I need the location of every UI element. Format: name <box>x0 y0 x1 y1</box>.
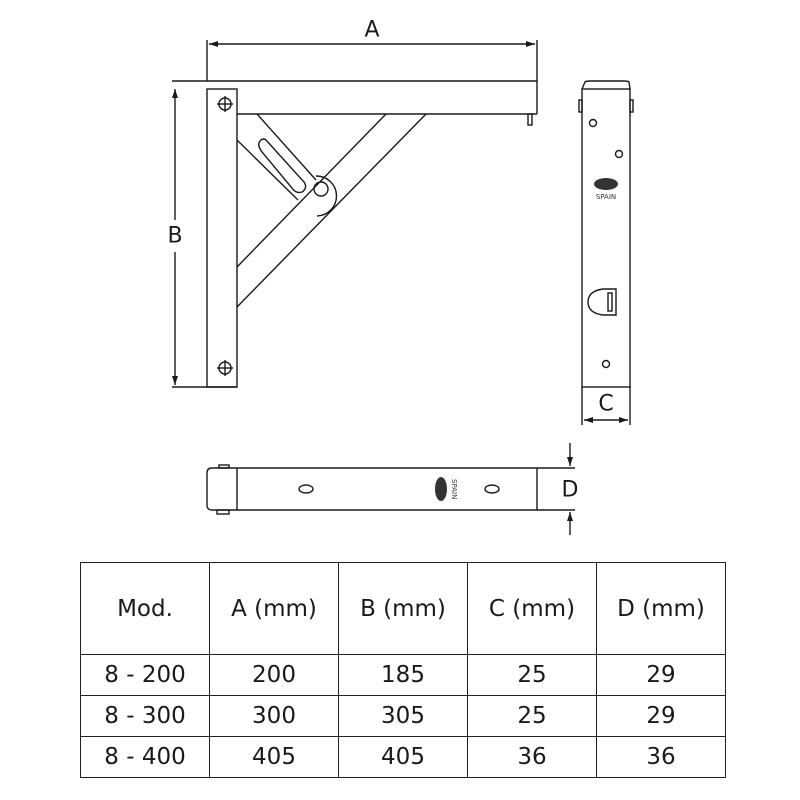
table-header-row: Mod. A (mm) B (mm) C (mm) D (mm) <box>80 562 726 655</box>
header-b: B (mm) <box>338 562 468 655</box>
latch-icon <box>587 288 617 316</box>
mounting-hole-icon <box>217 360 233 376</box>
dimension-a-label: A <box>364 18 379 43</box>
side-view: SPAIN C <box>578 80 634 425</box>
cell: 185 <box>338 654 468 696</box>
dimension-b-label: B <box>167 224 182 249</box>
brand-logo-icon <box>594 178 618 190</box>
pivot-icon <box>313 181 329 197</box>
cell: 36 <box>596 736 726 778</box>
cell: 36 <box>467 736 597 778</box>
wall-bar <box>206 88 238 388</box>
cell: 200 <box>209 654 339 696</box>
table-row: 8 - 300 300 305 25 29 <box>80 695 726 737</box>
cell: 8 - 200 <box>80 654 210 696</box>
cell: 29 <box>596 695 726 737</box>
header-c: C (mm) <box>467 562 597 655</box>
dimensions-table: Mod. A (mm) B (mm) C (mm) D (mm) 8 - 200… <box>80 562 726 778</box>
cell: 8 - 300 <box>80 695 210 737</box>
brand-logo-icon <box>435 477 447 501</box>
top-view: SPAIN D <box>206 443 579 535</box>
bracket-technical-drawing: A B SPAIN <box>167 18 634 535</box>
header-d: D (mm) <box>596 562 726 655</box>
front-view: A B <box>167 18 538 388</box>
cell: 29 <box>596 654 726 696</box>
logo-text: SPAIN <box>450 479 458 499</box>
mounting-hole-icon <box>217 96 233 112</box>
logo-text: SPAIN <box>596 193 616 201</box>
cell: 300 <box>209 695 339 737</box>
cell: 305 <box>338 695 468 737</box>
cell: 25 <box>467 654 597 696</box>
header-model: Mod. <box>80 562 210 655</box>
cell: 405 <box>209 736 339 778</box>
header-a: A (mm) <box>209 562 339 655</box>
cell: 405 <box>338 736 468 778</box>
cell: 8 - 400 <box>80 736 210 778</box>
table-row: 8 - 200 200 185 25 29 <box>80 654 726 696</box>
dimension-d-label: D <box>562 478 579 503</box>
table-row: 8 - 400 405 405 36 36 <box>80 736 726 778</box>
cell: 25 <box>467 695 597 737</box>
dimension-c-label: C <box>598 392 613 417</box>
